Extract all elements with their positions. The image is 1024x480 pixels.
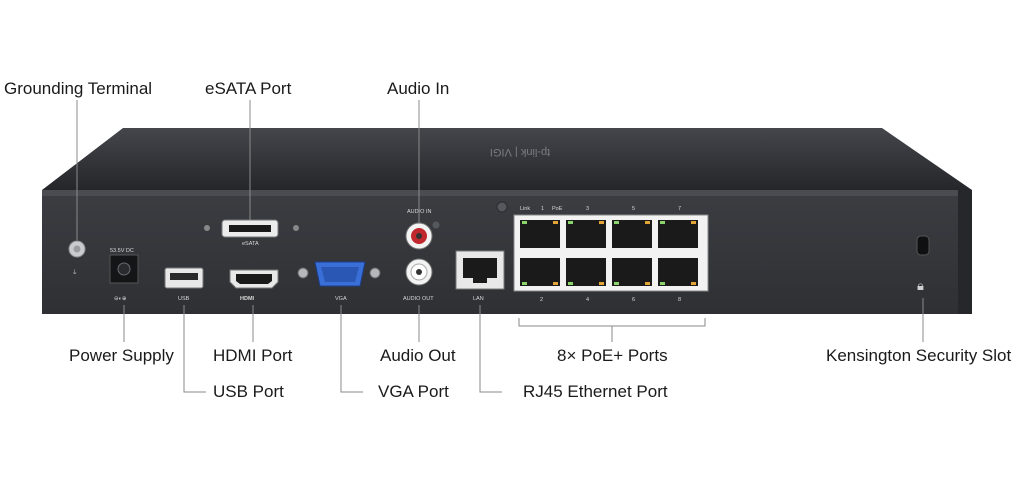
leader-lines xyxy=(76,100,924,393)
hdmi-label: HDMI xyxy=(240,296,255,302)
link-label: Link xyxy=(520,206,530,212)
callout-labels: Grounding Terminal eSATA Port Audio In P… xyxy=(4,79,1011,401)
port-number-3: 3 xyxy=(586,206,589,212)
brand-logo: tp-link | VIGI xyxy=(490,146,550,158)
label-power-supply: Power Supply xyxy=(69,346,174,365)
device-top xyxy=(42,128,972,190)
esata-port: eSATA xyxy=(204,219,299,247)
hdmi-port: HDMI xyxy=(229,269,279,302)
poe-port-1 xyxy=(520,220,560,248)
nvr-device: tp-link | VIGI xyxy=(42,128,972,314)
label-rj45-port: RJ45 Ethernet Port xyxy=(523,382,668,401)
port-number-8: 8 xyxy=(678,297,681,303)
poe-port-2 xyxy=(520,258,560,286)
port-number-1: 1 xyxy=(541,206,544,212)
label-usb-port: USB Port xyxy=(213,382,284,401)
lan-port: LAN xyxy=(455,250,505,302)
leader-vga xyxy=(340,305,363,393)
usb-label: USB xyxy=(178,296,190,302)
kensington-slot: 🔒︎ xyxy=(916,235,930,293)
poe-port-5 xyxy=(612,220,652,248)
poe-port-4 xyxy=(566,258,606,286)
port-number-5: 5 xyxy=(632,206,635,212)
port-number-4: 4 xyxy=(586,297,589,303)
poe-label: PoE xyxy=(552,206,563,212)
grounding-terminal: ⏚ xyxy=(68,240,86,276)
poe-port-7 xyxy=(658,220,698,248)
lan-label: LAN xyxy=(473,296,484,302)
power-jack: 53.5V DC ⊖◐⊕ xyxy=(109,248,139,302)
label-grounding-terminal: Grounding Terminal xyxy=(4,79,152,98)
poe-port-8 xyxy=(658,258,698,286)
poe-port-3 xyxy=(566,220,606,248)
label-vga-port: VGA Port xyxy=(378,382,449,401)
label-hdmi-port: HDMI Port xyxy=(213,346,293,365)
label-audio-out: Audio Out xyxy=(380,346,456,365)
audio-out-jack: AUDIO OUT xyxy=(403,258,434,302)
esata-label: eSATA xyxy=(242,241,259,247)
vga-port: VGA xyxy=(297,261,381,302)
lock-icon: 🔒︎ xyxy=(917,278,924,293)
port-number-7: 7 xyxy=(678,206,681,212)
leader-poe-bracket xyxy=(518,318,706,327)
vga-label: VGA xyxy=(335,296,347,302)
port-number-6: 6 xyxy=(632,297,635,303)
svg-text:⊖◐⊕: ⊖◐⊕ xyxy=(114,296,127,302)
poe-port-6 xyxy=(612,258,652,286)
port-number-2: 2 xyxy=(540,297,543,303)
top-screw xyxy=(496,201,508,213)
ground-symbol: ⏚ xyxy=(72,269,78,276)
label-esata-port: eSATA Port xyxy=(205,79,292,98)
label-kensington-slot: Kensington Security Slot xyxy=(826,346,1011,365)
leader-usb xyxy=(183,305,206,393)
poe-port-block: Link PoE 1 3 5 7 xyxy=(513,206,709,303)
label-poe-ports: 8× PoE+ Ports xyxy=(557,346,668,365)
audio-out-label: AUDIO OUT xyxy=(403,296,434,302)
power-rating-label: 53.5V DC xyxy=(110,248,134,254)
label-audio-in: Audio In xyxy=(387,79,449,98)
usb-port: USB xyxy=(164,267,204,302)
device-front-panel xyxy=(42,190,972,314)
leader-rj45 xyxy=(479,305,502,393)
